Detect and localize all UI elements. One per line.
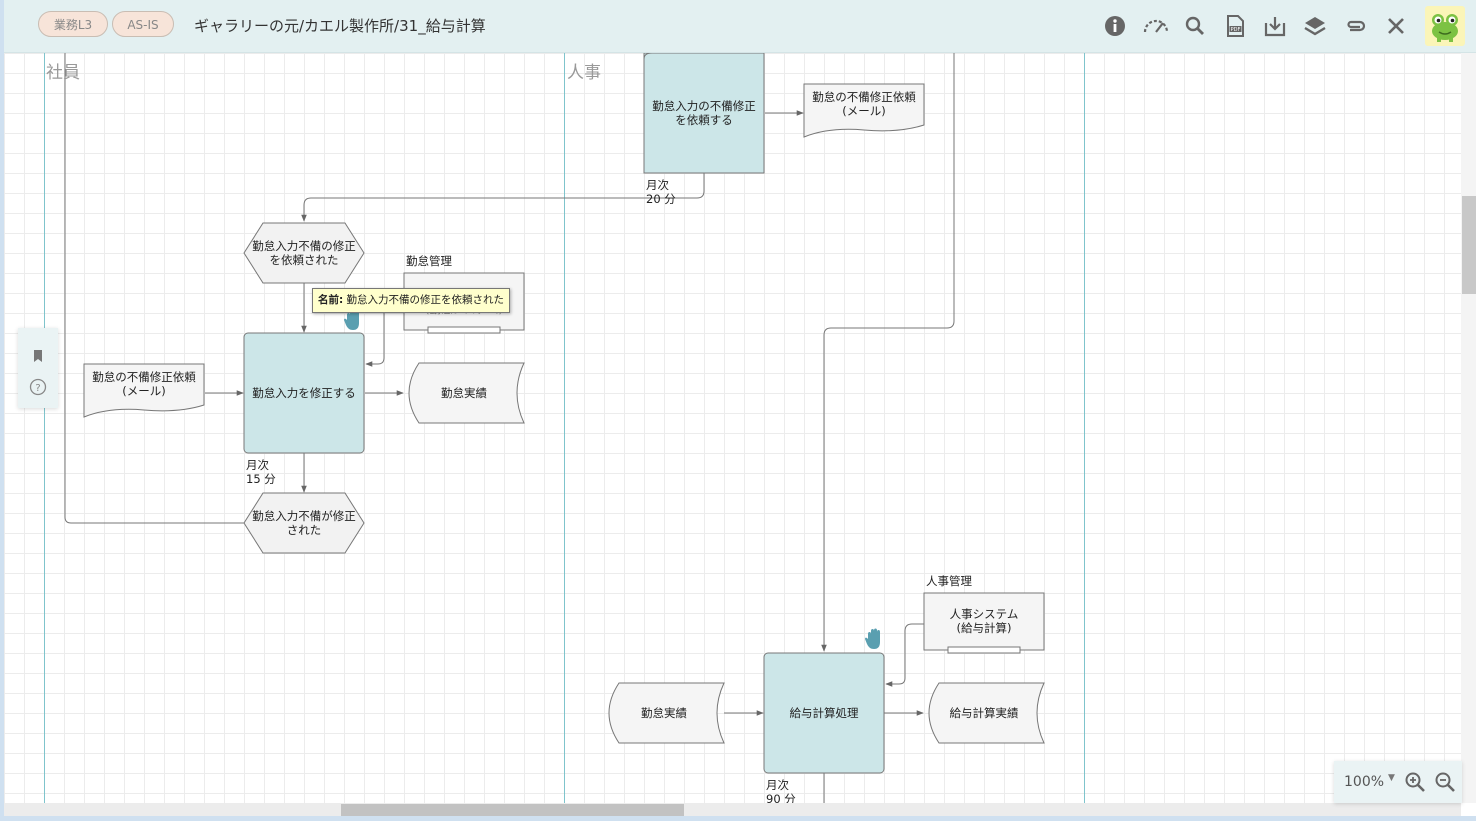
frequency-label: 月次 90 分 xyxy=(766,778,796,803)
system-category-label: 人事管理 xyxy=(926,574,972,588)
system-hr-label[interactable]: 人事システム (給与計算) xyxy=(949,607,1019,635)
tooltip-value: 勤怠入力不備の修正を依頼された xyxy=(346,294,505,306)
flow-graphics xyxy=(44,53,1085,803)
layers-icon[interactable] xyxy=(1302,13,1328,39)
event-fix-requested-label[interactable]: 勤怠入力不備の修正 を依頼された xyxy=(252,239,356,267)
process-fix-input-shape xyxy=(243,332,365,454)
svg-text:PDF: PDF xyxy=(1231,27,1241,33)
lane-label-hr: 人事 xyxy=(567,63,601,83)
vertical-scroll-thumb[interactable] xyxy=(1462,196,1476,294)
bookmark-icon[interactable] xyxy=(32,348,44,362)
process-request-fix-shape xyxy=(643,53,765,174)
attachment-icon[interactable] xyxy=(1342,13,1368,39)
diagram-title: ギャラリーの元/カエル製作所/31_給与計算 xyxy=(194,17,486,35)
window-frame-bottom xyxy=(0,816,1476,821)
zoom-control: 100% ▼ xyxy=(1334,761,1462,803)
frequency-label: 月次 20 分 xyxy=(646,178,676,206)
vertical-scrollbar[interactable] xyxy=(1461,53,1476,803)
lane-label-employee: 社員 xyxy=(46,63,80,83)
event-fixed-shape xyxy=(243,492,365,554)
data-attendance-record-2-label[interactable]: 勤怠実績 xyxy=(641,706,687,720)
horizontal-scrollbar[interactable] xyxy=(4,803,1461,816)
help-icon[interactable]: ? xyxy=(29,378,47,396)
data-attendance-record-label[interactable]: 勤怠実績 xyxy=(441,386,487,400)
header-bar: 業務L3 AS-IS ギャラリーの元/カエル製作所/31_給与計算 PDF xyxy=(4,0,1476,53)
connector-to-payroll xyxy=(821,53,955,652)
process-payroll-shape xyxy=(763,652,885,774)
process-fix-input-label[interactable]: 勤怠入力を修正する xyxy=(252,386,356,400)
zoom-level-select[interactable]: 100% xyxy=(1344,774,1385,790)
system-category-label: 勤怠管理 xyxy=(406,254,452,268)
window-frame-left xyxy=(0,0,4,821)
zoom-in-icon[interactable] xyxy=(1404,771,1426,793)
info-icon[interactable] xyxy=(1102,13,1128,39)
data-payroll-result-shape xyxy=(928,682,1045,744)
process-request-fix-label[interactable]: 勤怠入力の不備修正 を依頼する xyxy=(652,99,756,127)
doc-mail-top-label[interactable]: 勤怠の不備修正依頼 (メール) xyxy=(812,90,916,118)
download-icon[interactable] xyxy=(1262,13,1288,39)
connector-hrsystem-to-payroll xyxy=(885,623,924,687)
process-payroll-label[interactable]: 給与計算処理 xyxy=(789,706,859,720)
tag-pill-asis[interactable]: AS-IS xyxy=(112,11,174,37)
system-hr-shape xyxy=(923,592,1045,651)
data-attendance-record-2-shape xyxy=(608,682,725,744)
hand-cursor-icon xyxy=(344,309,359,330)
pdf-icon[interactable]: PDF xyxy=(1222,13,1248,39)
connector-system-to-fix xyxy=(365,311,385,367)
speed-icon[interactable] xyxy=(1141,13,1171,39)
connector-request-to-event xyxy=(301,173,705,222)
chevron-down-icon[interactable]: ▼ xyxy=(1388,773,1395,783)
side-tool-panel: ? xyxy=(18,328,58,408)
data-payroll-result-label[interactable]: 給与計算実績 xyxy=(949,706,1019,720)
diagram-canvas[interactable]: 社員 人事 勤怠入力の不備修正 を依頼する 勤怠の不備修正依頼 (メール) 月次… xyxy=(4,53,1461,803)
search-icon[interactable] xyxy=(1182,13,1208,39)
event-fix-requested-shape xyxy=(243,222,365,284)
doc-mail-top-shape xyxy=(803,83,925,138)
svg-text:?: ? xyxy=(35,383,40,394)
horizontal-scroll-thumb[interactable] xyxy=(341,804,684,816)
zoom-out-icon[interactable] xyxy=(1434,771,1456,793)
event-fixed-label[interactable]: 勤怠入力不備が修正 された xyxy=(252,509,356,537)
frog-avatar[interactable] xyxy=(1425,6,1465,46)
doc-mail-left-shape xyxy=(83,363,205,418)
frequency-label: 月次 15 分 xyxy=(246,458,276,486)
hand-cursor-icon xyxy=(865,628,880,649)
tooltip-key: 名前: xyxy=(318,294,344,306)
data-attendance-record-shape xyxy=(408,362,525,424)
doc-mail-left-label[interactable]: 勤怠の不備修正依頼 (メール) xyxy=(92,370,196,398)
tag-pill-level[interactable]: 業務L3 xyxy=(38,11,108,37)
close-icon[interactable] xyxy=(1383,13,1409,39)
shape-tooltip: 名前: 勤怠入力不備の修正を依頼された xyxy=(312,288,511,313)
connector-loop-left xyxy=(64,53,245,524)
